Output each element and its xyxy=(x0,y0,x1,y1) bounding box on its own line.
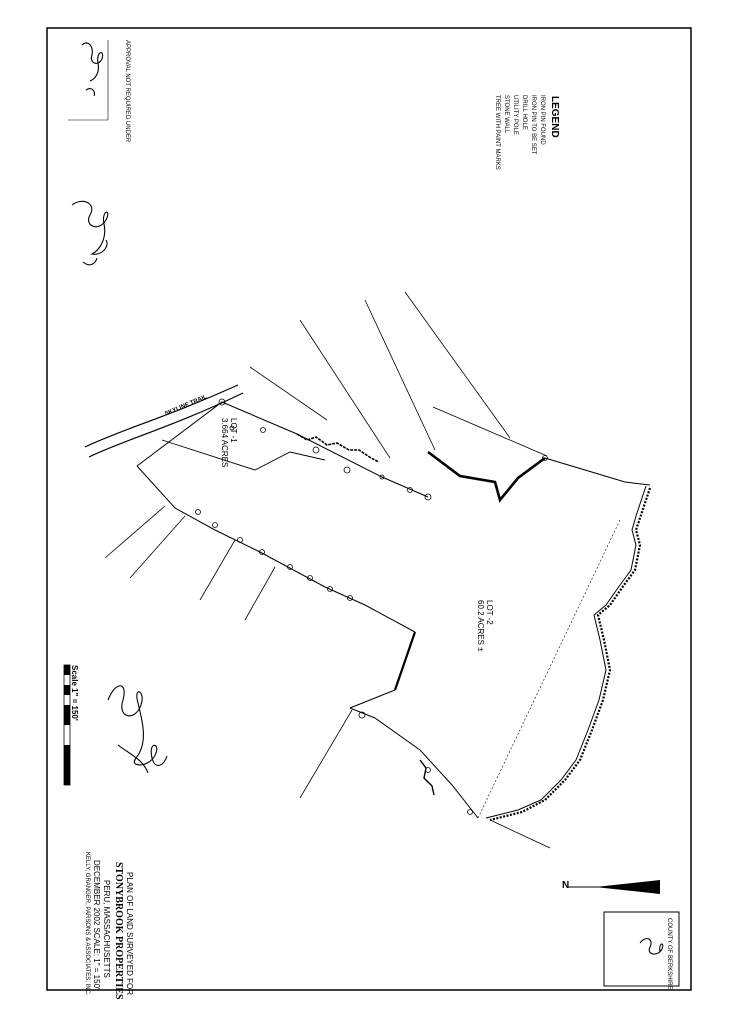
frontage-lines xyxy=(136,465,479,819)
title-line-5: KELLY, GRANGER, PARSONS & ASSOCIATES, IN… xyxy=(84,852,90,996)
legend-item-1: IRON PIN FOUND xyxy=(539,95,545,145)
sheet-border xyxy=(46,27,692,991)
legend: LEGEND xyxy=(549,96,560,138)
lot-1-name: LOT -1 xyxy=(229,418,238,443)
recording-stamp-box xyxy=(603,911,680,987)
legend-item-3: DRILL HOLE xyxy=(521,95,527,130)
title-line-1: PLAN OF LAND SURVEYED FOR xyxy=(125,872,134,995)
legend-item-6: TREE WITH PAINT MARKS xyxy=(494,95,500,170)
title-line-3: PERU, MASSACHUSETTS xyxy=(102,880,111,978)
lot-2-name: LOT -2 xyxy=(485,600,494,625)
title-block-lines xyxy=(68,40,109,121)
boundary-markers xyxy=(195,398,548,815)
north-label: N xyxy=(562,880,570,891)
legend-item-5: STONE WALL xyxy=(503,95,509,134)
lot-2-boundary xyxy=(427,450,652,822)
scale-label: Scale 1" = 150' xyxy=(70,665,79,721)
recording-county: COUNTY OF BERKSHIRE xyxy=(666,918,672,990)
signatures xyxy=(71,42,664,955)
legend-heading: LEGEND xyxy=(549,96,560,138)
abutter-lines xyxy=(104,291,551,849)
north-arrow xyxy=(567,880,660,894)
title-line-4: DECEMBER 2002 SCALE: 1" = 150' xyxy=(92,860,101,990)
legend-item-4: UTILITY POLE xyxy=(512,95,518,135)
approval-line-1: APPROVAL NOT REQUIRED UNDER xyxy=(124,40,130,143)
lot-1-area: 3.664 ACRES xyxy=(220,418,229,468)
legend-item-2: IRON PIN TO BE SET xyxy=(530,95,536,155)
title-line-2: STONYBROOK PROPERTIES xyxy=(113,862,124,1000)
lot-2-area: 60.2 ACRES ± xyxy=(476,600,485,652)
scale-bar xyxy=(63,664,71,786)
lot-1-boundary xyxy=(136,401,429,498)
